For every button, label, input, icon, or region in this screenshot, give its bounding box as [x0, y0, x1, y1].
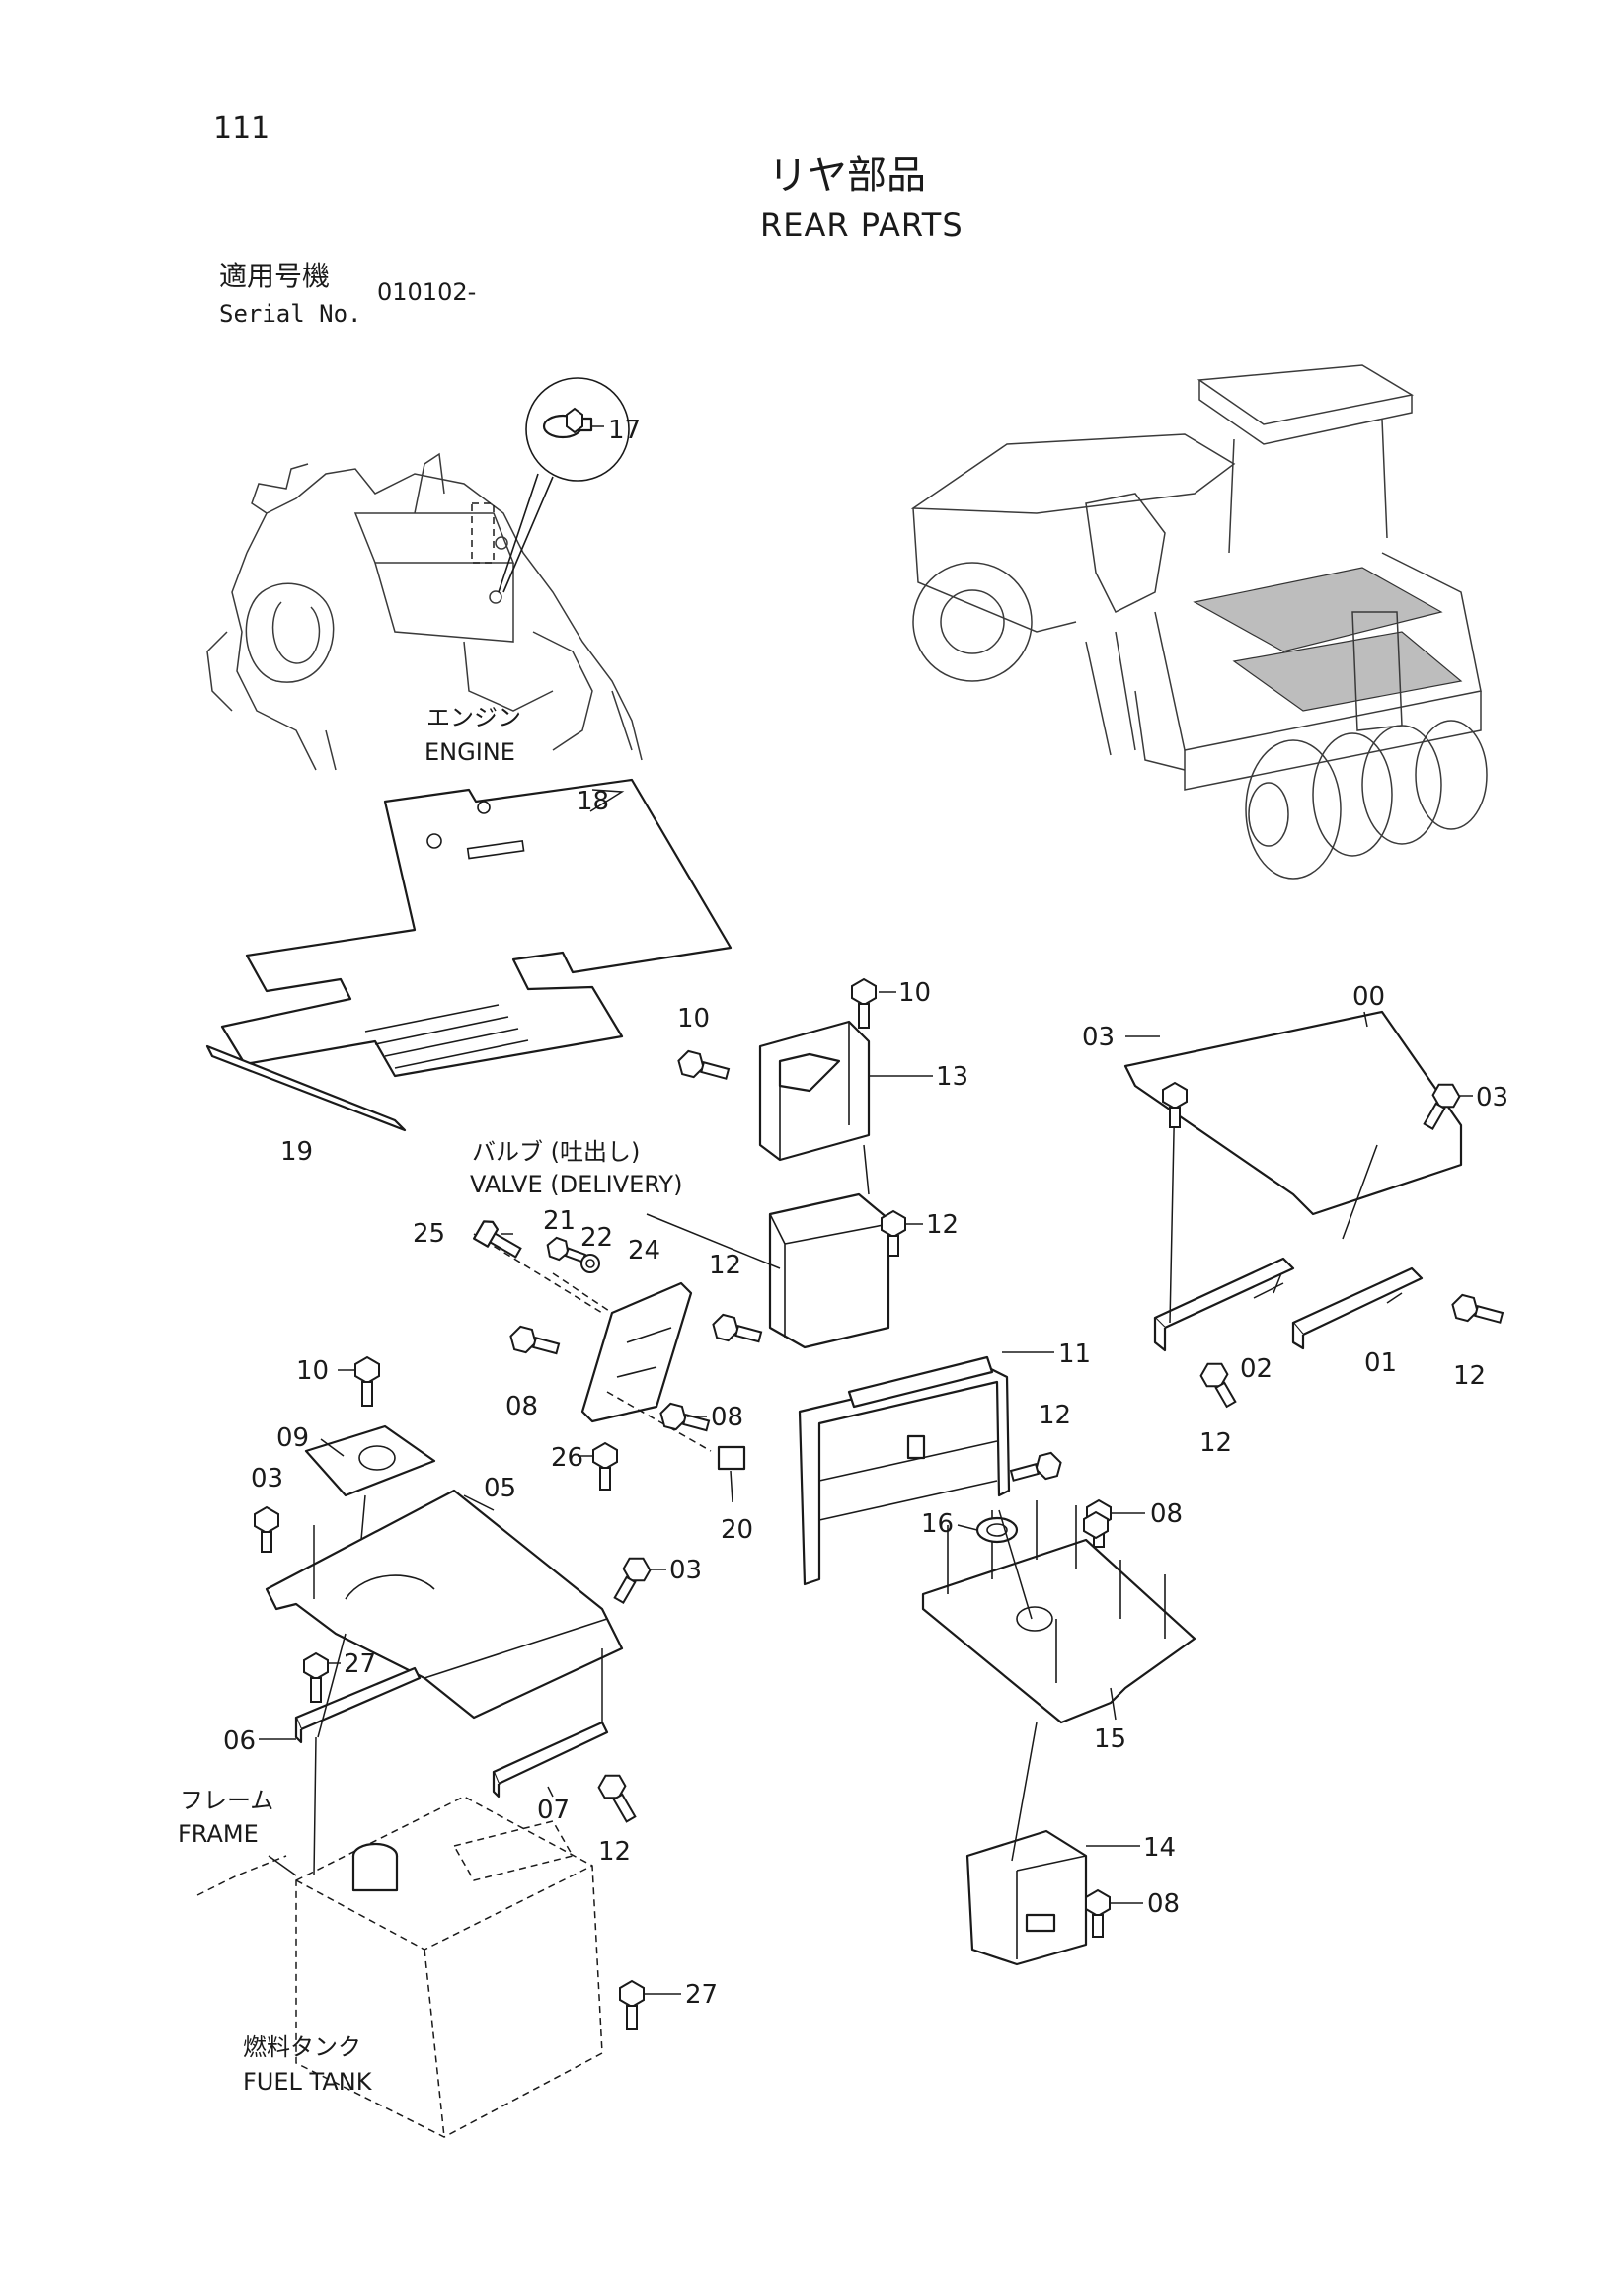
part-14-bracket [965, 1829, 1088, 1966]
assembly-lines [313, 1085, 1378, 1876]
callout-03: 03 [669, 1556, 702, 1585]
callout-numbers: 17 18 19 10 10 13 00 03 03 12 25 21 22 2… [223, 416, 1508, 2010]
part-00-cover [1123, 1010, 1463, 1216]
callout-11: 11 [1058, 1339, 1091, 1369]
callout-06: 06 [223, 1726, 256, 1756]
callout-15: 15 [1094, 1724, 1126, 1754]
valve-label-english: VALVE (DELIVERY) [470, 1171, 682, 1198]
callout-10: 10 [677, 1004, 710, 1033]
part-05-cover [265, 1489, 624, 1720]
callout-08: 08 [505, 1392, 538, 1421]
callout-18: 18 [577, 787, 609, 816]
detail-circle [525, 377, 630, 482]
callout-03: 03 [1082, 1023, 1115, 1052]
callout-08: 08 [1147, 1889, 1180, 1919]
part-09-plate [304, 1424, 436, 1497]
callout-19: 19 [280, 1137, 313, 1167]
part-15-base-plate [921, 1500, 1196, 1724]
callout-08: 08 [1150, 1499, 1183, 1529]
callout-09: 09 [276, 1423, 309, 1453]
callout-12: 12 [1199, 1428, 1232, 1458]
callout-16: 16 [921, 1509, 954, 1539]
serial-label-english: Serial No. [219, 300, 362, 328]
fuel-tank-label-english: FUEL TANK [243, 2068, 373, 2096]
serial-label-japanese: 適用号機 [219, 260, 331, 292]
callout-25: 25 [413, 1219, 445, 1249]
callout-27: 27 [344, 1649, 376, 1679]
roller-machine-sketch [910, 364, 1488, 880]
fuel-tank-label-japanese: 燃料タンク [243, 2033, 361, 2061]
callout-12: 12 [709, 1251, 741, 1280]
part-13-cover [758, 1020, 871, 1162]
callout-24: 24 [628, 1236, 660, 1265]
callout-02: 02 [1240, 1354, 1273, 1384]
part-06-bracket [294, 1666, 422, 1744]
part-24-bracket [580, 1281, 693, 1423]
page-number: 111 [213, 112, 270, 146]
callout-00: 00 [1352, 982, 1385, 1012]
leader-lines [259, 789, 1473, 1995]
part-18-mat [220, 778, 733, 1078]
callout-21: 21 [543, 1206, 576, 1236]
part-01-bracket [1291, 1266, 1424, 1350]
part-02-bracket [1153, 1257, 1295, 1352]
callout-10: 10 [296, 1356, 329, 1386]
callout-12: 12 [1039, 1401, 1071, 1430]
component-labels: エンジン ENGINE バルブ (吐出し) VALVE (DELIVERY) フ… [178, 704, 682, 2096]
part-07-bracket [492, 1721, 609, 1799]
callout-14: 14 [1143, 1833, 1176, 1863]
callout-27: 27 [685, 1980, 718, 2010]
callout-03: 03 [251, 1464, 283, 1493]
callout-17: 17 [608, 416, 641, 445]
callout-22: 22 [580, 1223, 613, 1253]
engine-label-japanese: エンジン [426, 704, 521, 731]
callout-01: 01 [1364, 1348, 1397, 1378]
fasteners [254, 407, 1504, 2030]
part-19-rubber-strip [205, 1044, 407, 1132]
callout-12: 12 [926, 1210, 959, 1240]
part-20-clip [717, 1445, 746, 1471]
page-title-japanese: リヤ部品 [768, 153, 926, 198]
callout-12: 12 [1453, 1361, 1486, 1391]
engine-sketch [206, 377, 643, 771]
page-title-english: REAR PARTS [760, 206, 964, 244]
callout-12: 12 [598, 1837, 631, 1867]
callout-26: 26 [551, 1443, 583, 1473]
callout-20: 20 [721, 1515, 753, 1545]
callout-03: 03 [1476, 1083, 1508, 1112]
callout-05: 05 [484, 1474, 516, 1503]
part-valve-bracket [768, 1192, 890, 1349]
part-11-frame [798, 1355, 1011, 1586]
part-16-grommet [975, 1516, 1019, 1544]
valve-label-japanese: バルブ (吐出し) [472, 1138, 640, 1166]
frame-label-japanese: フレーム [180, 1787, 273, 1814]
fuel-tank-sketch [196, 1796, 603, 2138]
callout-10: 10 [898, 978, 931, 1008]
engine-label-english: ENGINE [424, 738, 515, 766]
serial-number-value: 010102- [377, 278, 477, 306]
callout-13: 13 [936, 1062, 968, 1092]
callout-07: 07 [537, 1796, 570, 1825]
frame-label-english: FRAME [178, 1820, 259, 1848]
callout-08: 08 [711, 1403, 743, 1432]
